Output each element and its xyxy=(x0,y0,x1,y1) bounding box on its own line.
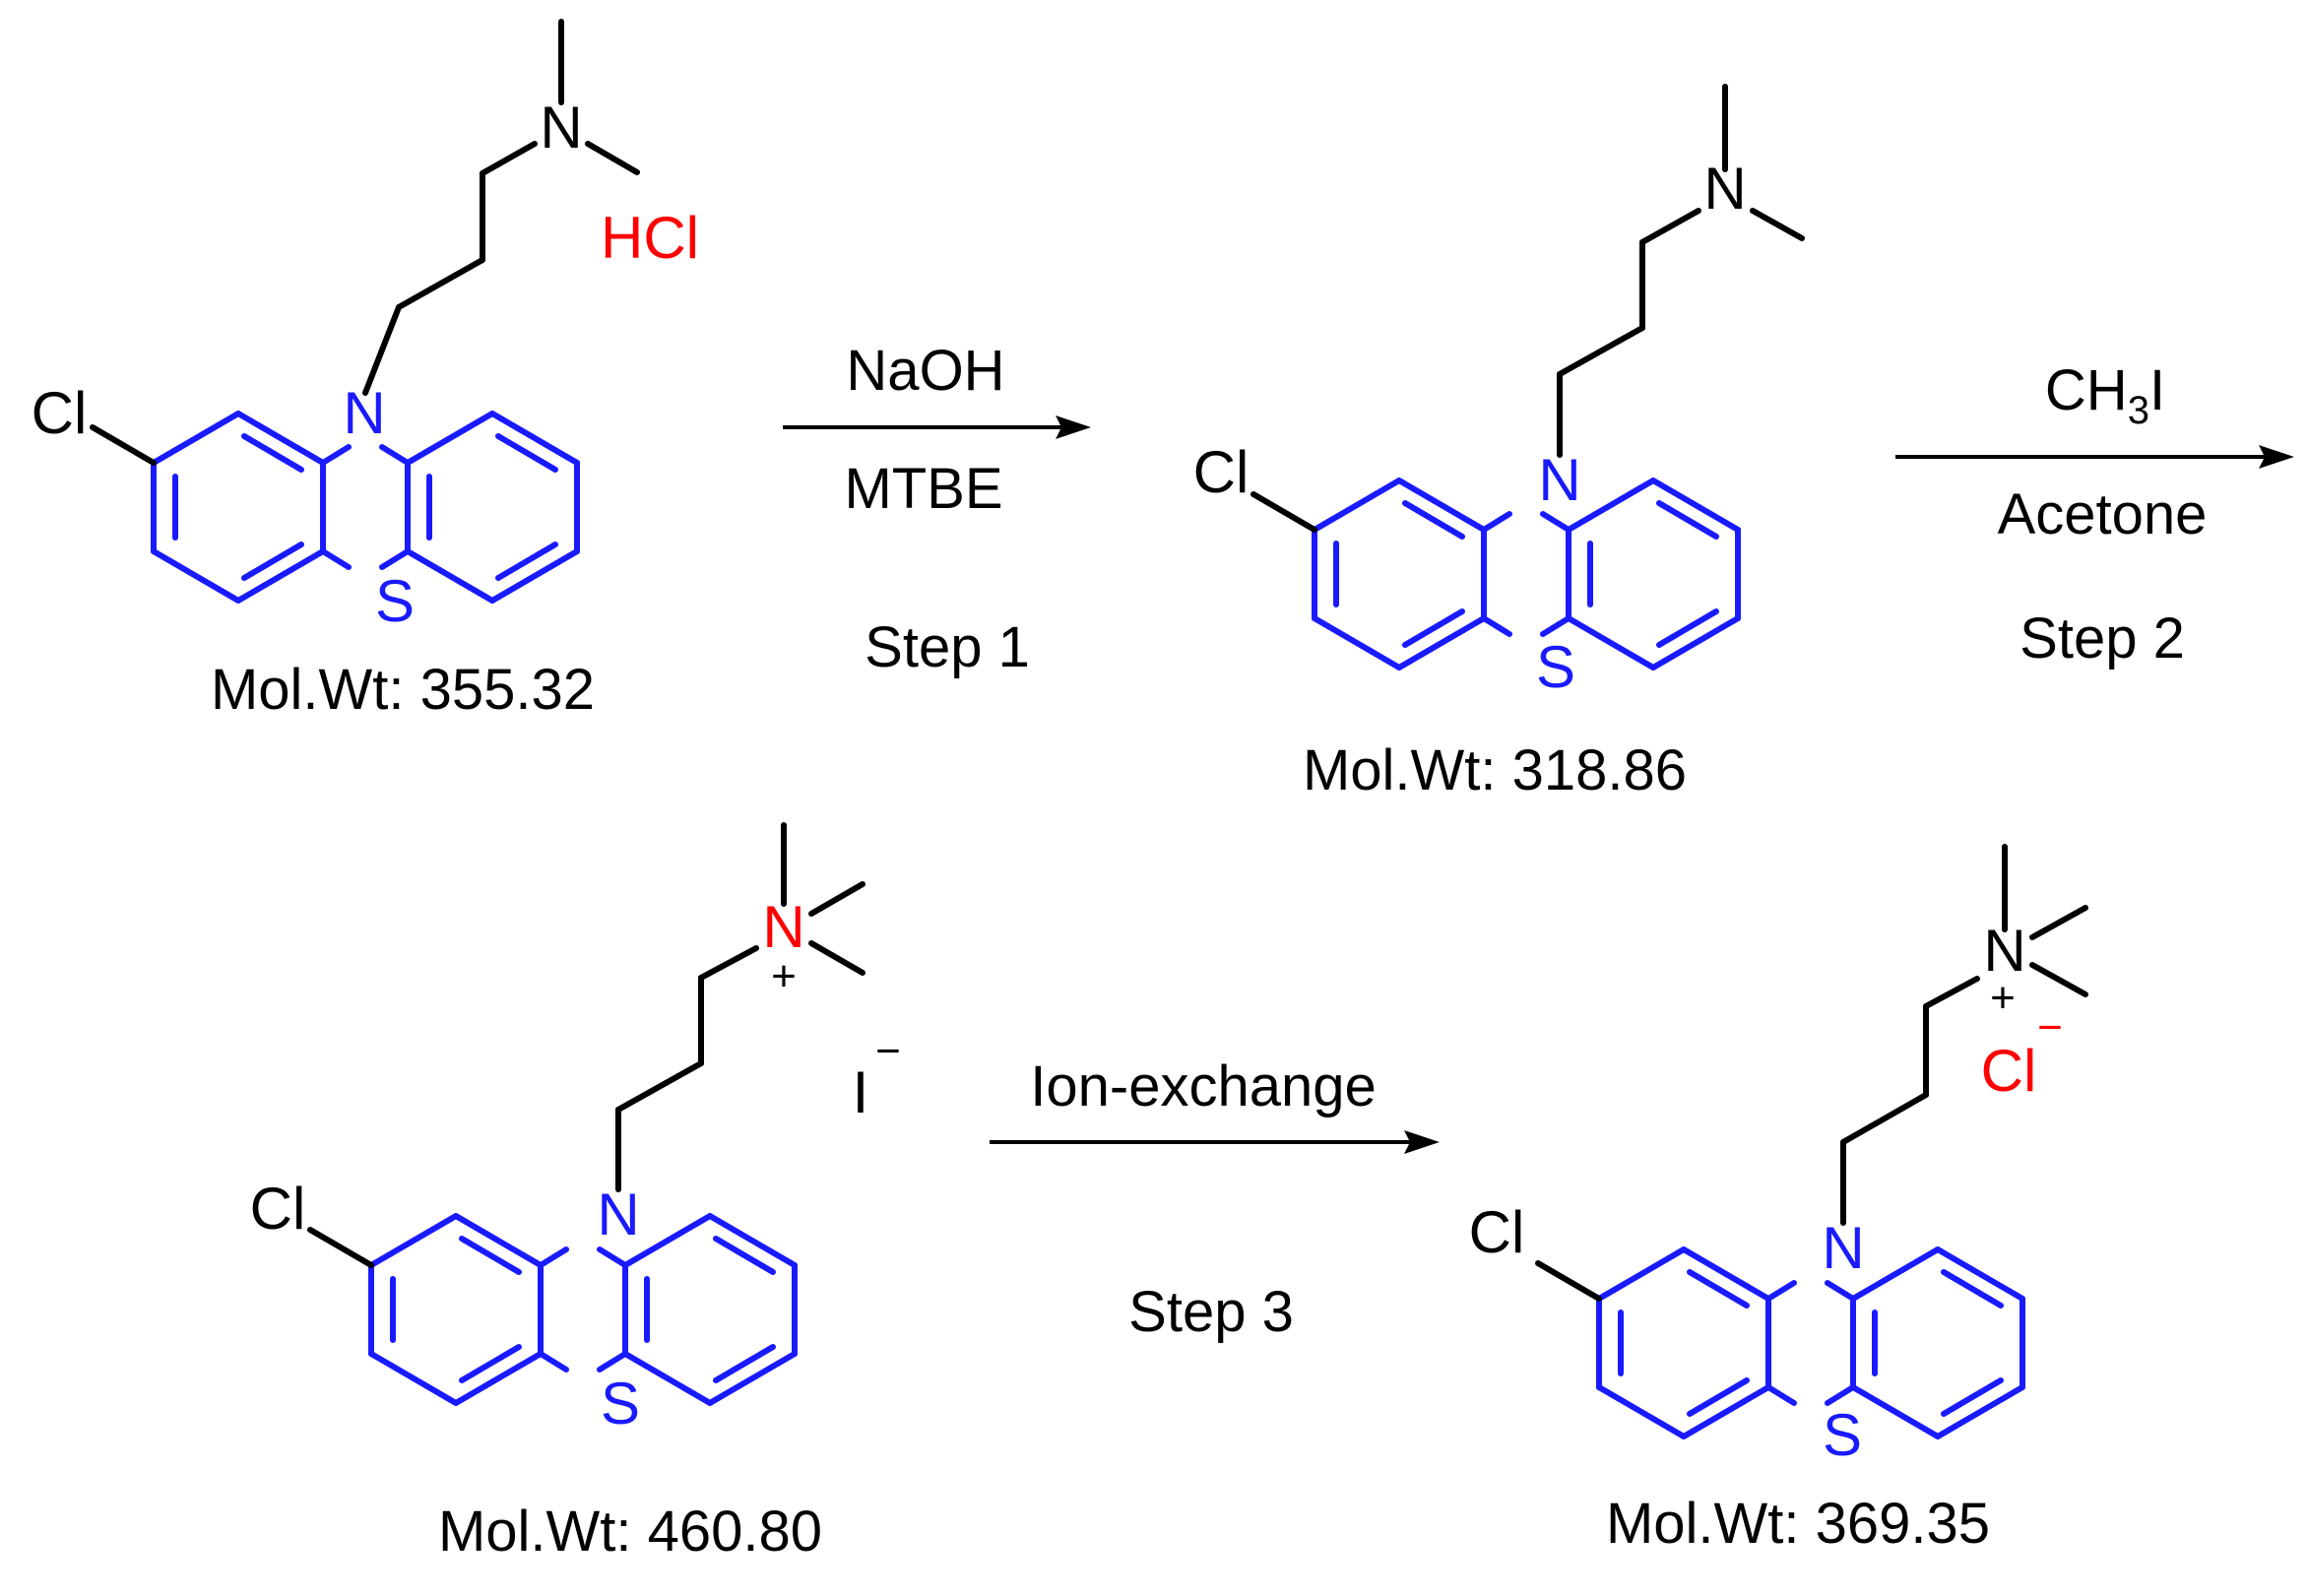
nitrogen-atom: N xyxy=(597,1181,639,1247)
solvent-label: Acetone xyxy=(1998,482,2208,546)
chlorine-atom: Cl xyxy=(32,380,88,446)
amine-nitrogen: N xyxy=(1703,156,1746,222)
chlorine-atom: Cl xyxy=(1193,439,1250,505)
mol-wt-label: Mol.Wt: 460.80 xyxy=(438,1500,822,1564)
quaternary-nitrogen: N xyxy=(762,894,804,960)
step-3: Ion-exchange Step 3 xyxy=(990,1054,1440,1344)
hcl-salt: HCl xyxy=(601,205,699,271)
step-2: CH3I Acetone Step 2 xyxy=(1895,358,2294,670)
phenothiazine-core xyxy=(1253,480,1738,668)
reaction-arrow-head xyxy=(1056,415,1091,439)
solvent-label: MTBE xyxy=(844,457,1002,521)
chlorine-atom: Cl xyxy=(1469,1199,1525,1265)
sulfur-atom: S xyxy=(601,1371,640,1436)
reagent-label: Ion-exchange xyxy=(1030,1054,1376,1118)
step-1: NaOH MTBE Step 1 xyxy=(783,339,1091,679)
phenothiazine-core xyxy=(1538,1249,2022,1436)
minus-charge: − xyxy=(875,1027,901,1075)
minus-charge: − xyxy=(2037,1003,2063,1052)
quaternary-nitrogen: N xyxy=(1983,918,2025,984)
chlorine-atom: Cl xyxy=(250,1176,306,1242)
mol-wt-label: Mol.Wt: 369.35 xyxy=(1606,1492,1990,1556)
sulfur-atom: S xyxy=(1823,1402,1862,1468)
nitrogen-atom: N xyxy=(1538,447,1580,513)
step-label: Step 2 xyxy=(2020,606,2185,670)
reaction-arrow-head xyxy=(2259,445,2294,469)
chloride-counterion: Cl xyxy=(1981,1038,2037,1104)
plus-charge: + xyxy=(771,952,797,1000)
step-label: Step 3 xyxy=(1128,1280,1294,1344)
reagent-label: CH3I xyxy=(2045,358,2165,432)
compound-3: N + I − N S Cl Mol.Wt: 460.80 xyxy=(250,822,901,1564)
step-label: Step 1 xyxy=(865,615,1030,679)
phenothiazine-core xyxy=(310,1216,795,1403)
mol-wt-label: Mol.Wt: 355.32 xyxy=(211,658,595,722)
nitrogen-atom: N xyxy=(1822,1215,1864,1281)
phenothiazine-core xyxy=(93,414,577,601)
sulfur-atom: S xyxy=(1536,634,1575,700)
amine-nitrogen: N xyxy=(540,95,582,160)
reagent-label: NaOH xyxy=(846,339,1004,403)
iodide-counterion: I xyxy=(853,1059,869,1125)
mol-wt-label: Mol.Wt: 318.86 xyxy=(1303,738,1687,802)
nitrogen-atom: N xyxy=(343,380,385,446)
compound-2: N S Cl N Mol.Wt: 318.86 xyxy=(1193,84,1805,802)
sulfur-atom: S xyxy=(375,568,415,634)
plus-charge: + xyxy=(1990,974,2016,1022)
compound-1: N S Cl N HCl Mol.Wt: 355.32 xyxy=(32,19,699,722)
compound-4: N + Cl − N S Cl Mol.Wt: 369.35 xyxy=(1469,844,2088,1556)
reaction-arrow-head xyxy=(1404,1130,1440,1154)
